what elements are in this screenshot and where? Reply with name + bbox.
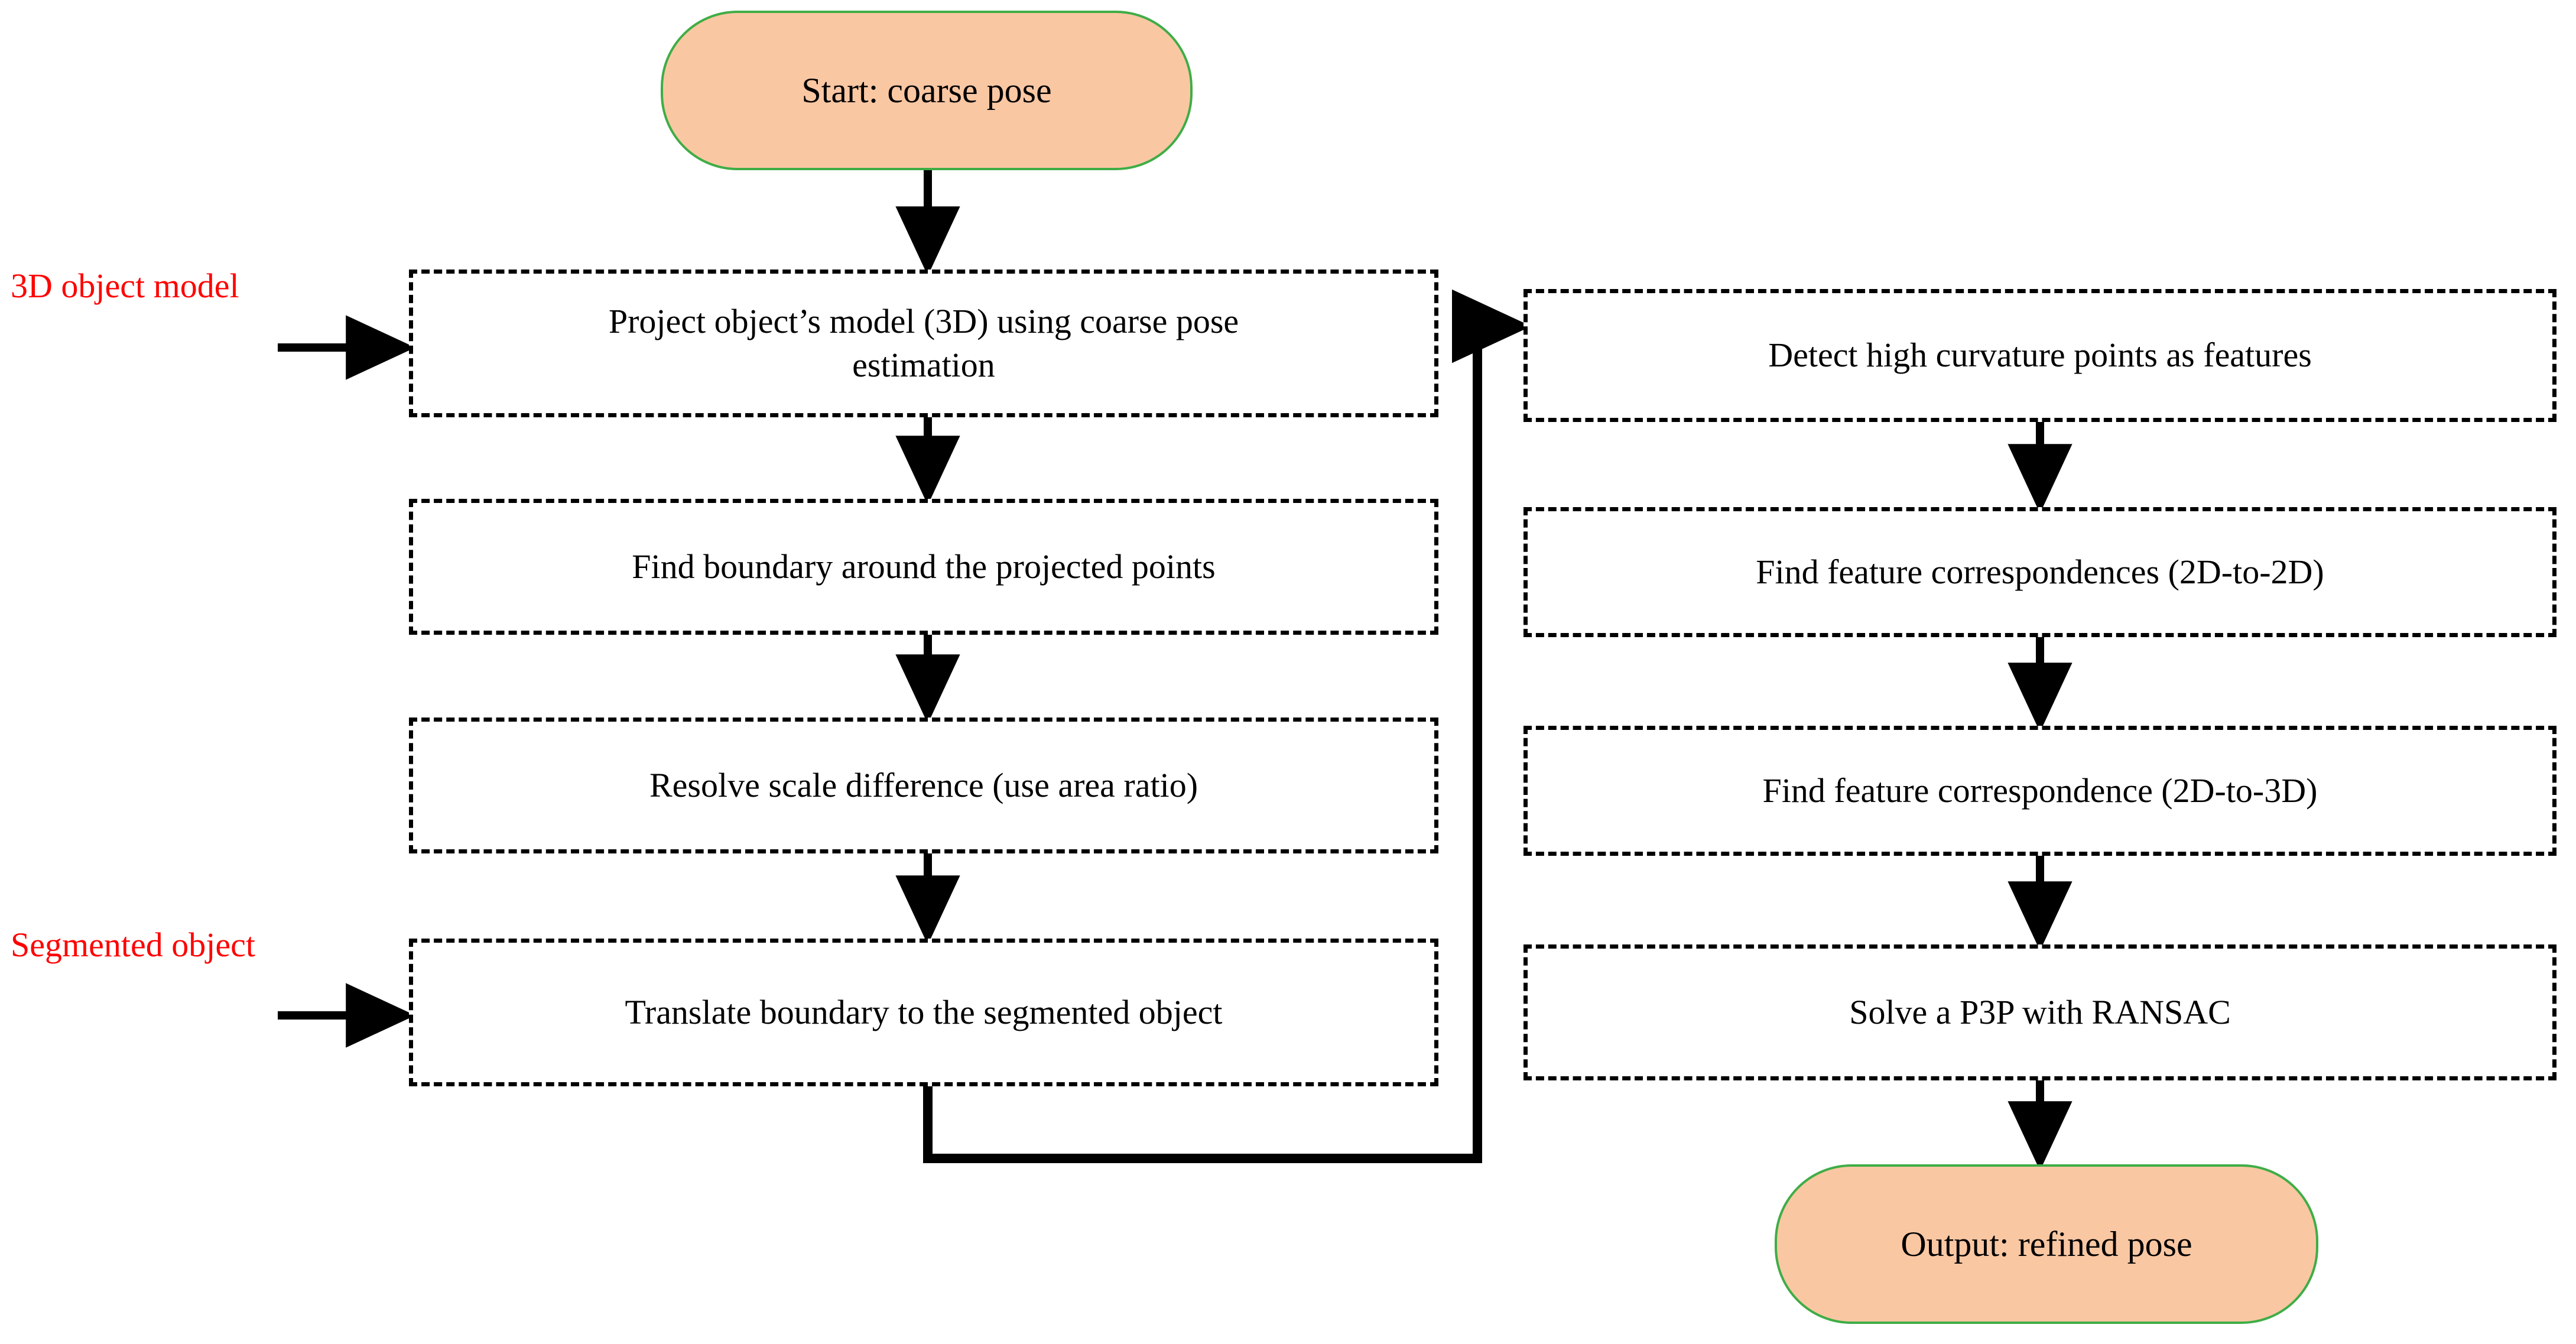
process-box-solve-p3p[interactable]: Solve a P3P with RANSAC xyxy=(1523,944,2556,1080)
process-line-1: Resolve scale difference (use area ratio… xyxy=(649,765,1198,804)
process-line-1: Find feature correspondence (2D-to-3D) xyxy=(1762,771,2318,810)
process-box-corr-2d-3d[interactable]: Find feature correspondence (2D-to-3D) xyxy=(1523,726,2556,856)
process-box-label: Find feature correspondences (2D-to-2D) xyxy=(1551,550,2529,594)
process-line-1: Project object’s model (3D) using coarse… xyxy=(608,301,1239,340)
process-box-label: Resolve scale difference (use area ratio… xyxy=(437,764,1411,807)
output-node[interactable]: Output: refined pose xyxy=(1775,1164,2318,1324)
start-node-label: Start: coarse pose xyxy=(801,71,1052,110)
process-box-label: Find feature correspondence (2D-to-3D) xyxy=(1551,769,2529,813)
process-box-resolve-scale[interactable]: Resolve scale difference (use area ratio… xyxy=(409,718,1438,853)
process-box-label: Translate boundary to the segmented obje… xyxy=(437,991,1411,1034)
process-box-translate-boundary[interactable]: Translate boundary to the segmented obje… xyxy=(409,939,1438,1086)
process-line-1: Detect high curvature points as features xyxy=(1768,336,2312,375)
output-node-label: Output: refined pose xyxy=(1901,1225,2192,1264)
process-line-1: Translate boundary to the segmented obje… xyxy=(625,992,1223,1031)
process-box-corr-2d-2d[interactable]: Find feature correspondences (2D-to-2D) xyxy=(1523,507,2556,637)
process-box-label: Solve a P3P with RANSAC xyxy=(1551,991,2529,1034)
process-box-label: Detect high curvature points as features xyxy=(1551,333,2529,377)
process-box-label: Find boundary around the projected point… xyxy=(437,545,1411,589)
side-label-3d-object-model: 3D object model xyxy=(11,267,239,305)
side-label-segmented-object: Segmented object xyxy=(11,926,255,964)
process-line-2: estimation xyxy=(852,346,995,384)
process-box-project-model[interactable]: Project object’s model (3D) using coarse… xyxy=(409,270,1438,417)
process-box-detect-curvature[interactable]: Detect high curvature points as features xyxy=(1523,289,2556,422)
process-line-1: Find feature correspondences (2D-to-2D) xyxy=(1756,552,2324,591)
process-line-1: Solve a P3P with RANSAC xyxy=(1849,992,2231,1031)
process-box-label: Project object’s model (3D) using coarse… xyxy=(437,300,1411,387)
start-node[interactable]: Start: coarse pose xyxy=(661,11,1193,170)
process-line-1: Find boundary around the projected point… xyxy=(632,547,1216,586)
process-box-find-boundary[interactable]: Find boundary around the projected point… xyxy=(409,499,1438,635)
